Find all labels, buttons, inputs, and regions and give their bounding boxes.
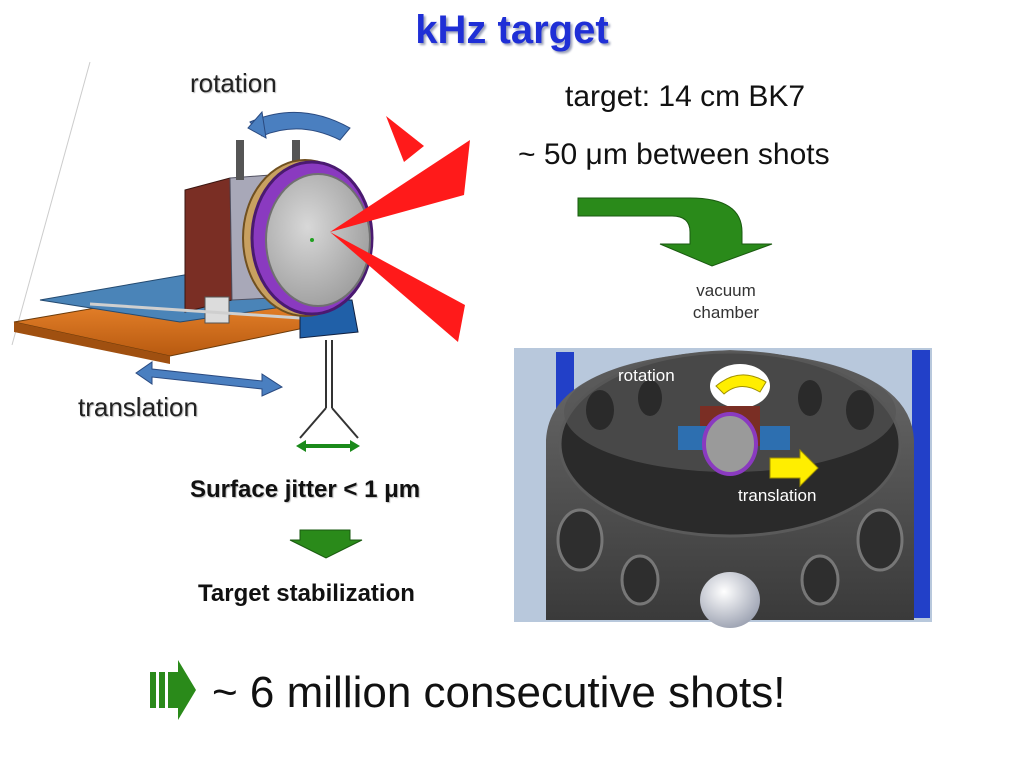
distance-sensor: [299, 340, 359, 439]
stabilization-label: Target stabilization: [198, 580, 415, 607]
bent-arrow: [577, 197, 773, 267]
target-spec: target: 14 cm BK7: [565, 80, 806, 113]
jitter-label: Surface jitter < 1 μm: [190, 476, 421, 503]
jitter-arrow: [296, 440, 360, 452]
chamber-photo: [514, 348, 932, 628]
conclusion-text: ~ 6 million consecutive shots!: [212, 668, 786, 717]
photo-translation-label: translation: [738, 486, 817, 505]
down-arrow: [289, 529, 363, 559]
target-disk: [242, 159, 374, 317]
rotation-label: rotation: [190, 68, 277, 98]
rotation-arrow: [249, 111, 351, 141]
laser-beams: [330, 116, 470, 342]
vacuum-chamber-label: vacuum chamber: [692, 281, 760, 322]
photo-rotation-label: rotation: [618, 366, 675, 385]
green-block-arrow-icon: [150, 660, 196, 720]
shot-spacing: ~ 50 μm between shots: [518, 138, 830, 171]
translation-arrow: [135, 361, 284, 397]
slide-title: kHz target: [415, 8, 609, 52]
guide-line: [11, 61, 91, 346]
translation-label: translation: [78, 392, 198, 422]
